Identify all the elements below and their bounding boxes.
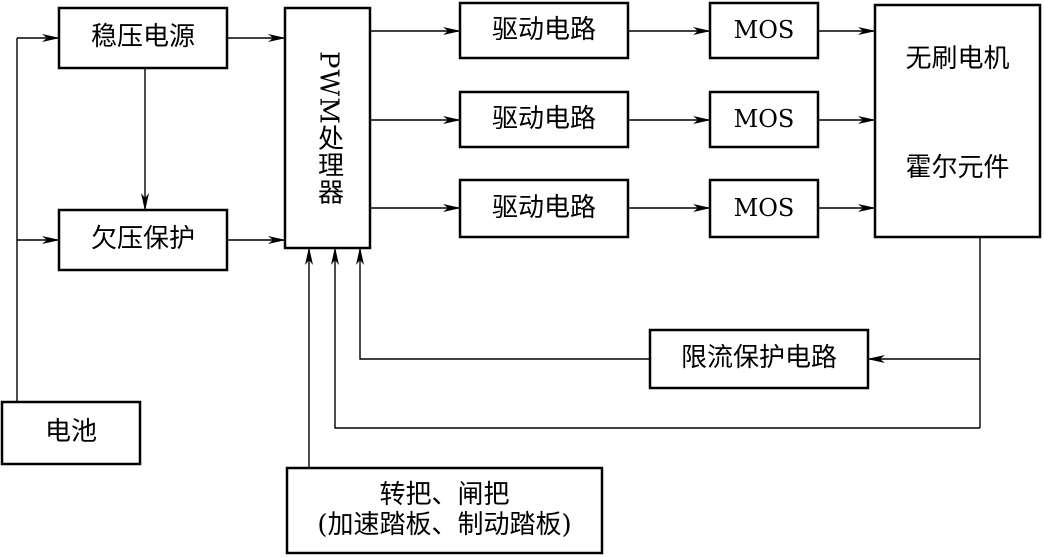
throttle-brake-box (285, 466, 604, 555)
throttle-brake-line2: (加速踏板、制动踏板) (317, 509, 572, 540)
motor-hall-box (873, 3, 1042, 239)
pwm-processor-label: PWM处理器 (285, 8, 370, 248)
mos-label-1: MOS (733, 15, 795, 44)
driver-circuit-label-2: 驱动电路 (491, 103, 596, 134)
arrow-current-limit-to-pwm (356, 247, 650, 360)
hall-element-label: 霍尔元件 (905, 153, 1010, 184)
driver-circuit-box-3 (458, 178, 630, 239)
mos-label-3: MOS (733, 193, 795, 222)
pwm-processor-text: PWM处理器 (313, 50, 344, 206)
pwm-processor-box (283, 6, 372, 250)
mos-label-2: MOS (733, 104, 795, 133)
battery-label: 电池 (44, 417, 97, 448)
arrow-hall-feedback-to-pwm (331, 247, 980, 429)
driver-circuit-box-1 (458, 1, 630, 60)
brushless-motor-label: 无刷电机 (905, 44, 1010, 75)
current-limit-box (648, 328, 870, 390)
throttle-brake-line1: 转把、闸把 (379, 479, 510, 510)
undervoltage-protection-label: 欠压保护 (90, 224, 195, 255)
battery-box (0, 400, 142, 466)
current-limit-protection-label: 限流保护电路 (680, 343, 837, 374)
driver-circuit-label-3: 驱动电路 (491, 192, 596, 223)
driver-circuit-label-1: 驱动电路 (491, 14, 596, 45)
regulated-power-label: 稳压电源 (90, 22, 195, 53)
throttle-brake-label: 转把、闸把 (加速踏板、制动踏板) (287, 468, 602, 553)
regulated-power-box (57, 6, 229, 70)
